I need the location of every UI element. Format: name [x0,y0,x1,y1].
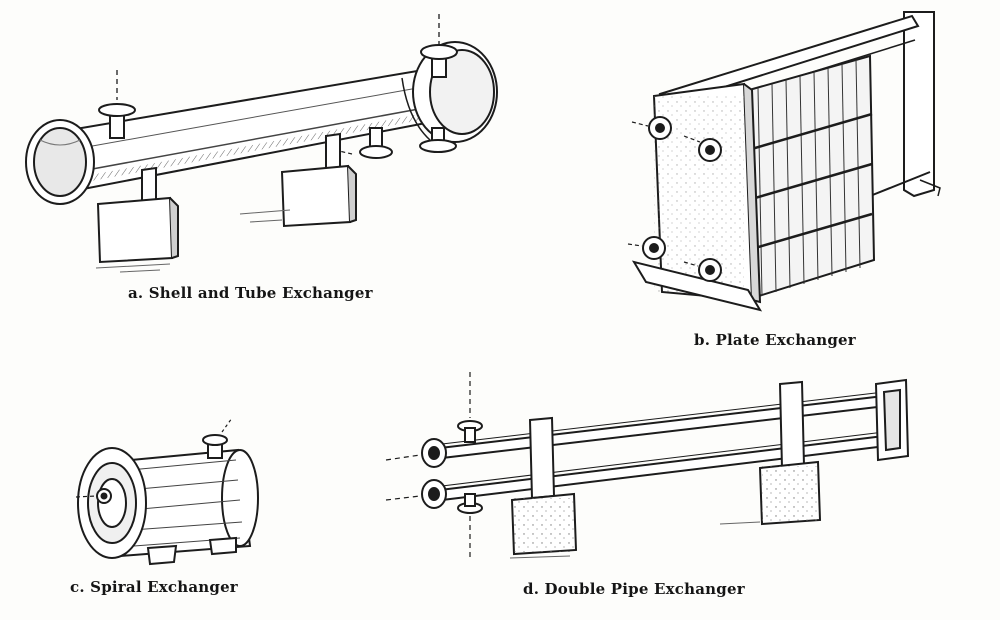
caption-shell-and-tube: a. Shell and Tube Exchanger [128,284,373,302]
double-pipe-exchanger [385,372,910,560]
caption-plate: b. Plate Exchanger [694,331,856,349]
plate-exchanger [627,11,941,312]
caption-double-pipe: d. Double Pipe Exchanger [523,580,745,598]
spiral-exchanger [75,417,259,566]
caption-spiral: c. Spiral Exchanger [70,578,238,596]
shell-and-tube-exchanger [25,14,498,273]
